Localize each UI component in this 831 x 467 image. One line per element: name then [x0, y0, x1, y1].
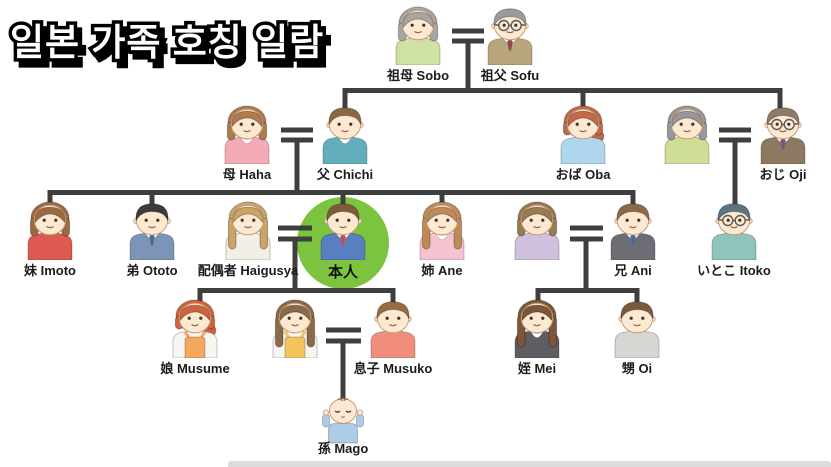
musuko-avatar: [370, 301, 416, 359]
mei-avatar: [514, 299, 560, 359]
page-title-shadow: 일본 가족 호칭 일람: [11, 25, 331, 73]
person-label-sobo: 祖母 Sobo: [386, 68, 450, 83]
person-label-musuko: 息子 Musuko: [353, 361, 433, 376]
person-label-oi: 甥 Oi: [621, 361, 653, 376]
oba-avatar: [560, 105, 606, 165]
person-sofu: 祖父 Sofu: [476, 3, 544, 83]
imoto-avatar: [27, 201, 73, 261]
person-label-sofu: 祖父 Sofu: [480, 68, 540, 83]
page-title: 일본 가족 호칭 일람 일본 가족 호칭 일람: [6, 12, 331, 73]
person-label-ototo: 弟 Ototo: [126, 263, 178, 278]
person-label-ani: 兄 Ani: [614, 263, 652, 278]
person-label-haigusya: 配偶者 Haigusya: [197, 263, 299, 278]
person-label-oba: おば Oba: [555, 167, 611, 182]
person-label-ane: 姉 Ane: [421, 263, 463, 278]
person-musuko_wife: [261, 296, 329, 363]
person-label-mago: 孫 Mago: [317, 441, 369, 456]
sobo-avatar: [395, 6, 441, 66]
oi-avatar: [614, 301, 660, 359]
ani-avatar: [610, 203, 656, 261]
haha-avatar: [224, 105, 270, 165]
person-label-oji: おじ Oji: [759, 167, 807, 182]
person-mago: 孫 Mago: [309, 392, 377, 456]
person-haha: 母 Haha: [213, 102, 281, 182]
person-label-chichi: 父 Chichi: [316, 167, 374, 182]
person-ane: 姉 Ane: [408, 198, 476, 278]
sofu-avatar: [487, 8, 533, 66]
mago-avatar: [322, 397, 364, 444]
oji_wife-avatar: [664, 105, 710, 165]
person-oji_wife: [653, 102, 721, 169]
person-itoko: いとこ Itoko: [697, 198, 771, 278]
page-title-text: 일본 가족 호칭 일람: [6, 19, 326, 67]
person-musume: 娘 Musume: [160, 296, 230, 376]
cropped-element-edge: [228, 461, 831, 467]
ototo-avatar: [129, 203, 175, 261]
person-haigusya: 配偶者 Haigusya: [198, 198, 298, 278]
person-label-itoko: いとこ Itoko: [697, 263, 771, 278]
person-sobo: 祖母 Sobo: [384, 3, 452, 83]
chichi-avatar: [322, 107, 368, 165]
person-label-honnin: 本人: [327, 264, 358, 281]
person-mei: 姪 Mei: [503, 296, 571, 376]
connector-lines: [47, 28, 783, 400]
person-label-musume: 娘 Musume: [160, 361, 230, 376]
person-ototo: 弟 Ototo: [118, 198, 186, 278]
oji-avatar: [760, 107, 806, 165]
ani_wife-avatar: [514, 201, 560, 261]
person-oi: 甥 Oi: [603, 296, 671, 376]
person-oji: おじ Oji: [749, 102, 817, 182]
haigusya-avatar: [225, 201, 271, 261]
person-oba: おば Oba: [549, 102, 617, 182]
person-chichi: 父 Chichi: [311, 102, 379, 182]
person-musuko: 息子 Musuko: [354, 296, 432, 376]
person-ani: 兄 Ani: [599, 198, 667, 278]
person-honnin: 本人: [309, 198, 377, 281]
person-imoto: 妹 Imoto: [16, 198, 84, 278]
person-ani_wife: [503, 198, 571, 265]
musume-avatar: [172, 299, 218, 359]
ane-avatar: [419, 201, 465, 261]
itoko-avatar: [711, 203, 757, 261]
musuko_wife-avatar: [272, 299, 318, 359]
person-label-imoto: 妹 Imoto: [24, 263, 76, 278]
person-label-mei: 姪 Mei: [517, 361, 557, 376]
person-label-haha: 母 Haha: [222, 167, 272, 182]
honnin-avatar: [320, 203, 366, 261]
